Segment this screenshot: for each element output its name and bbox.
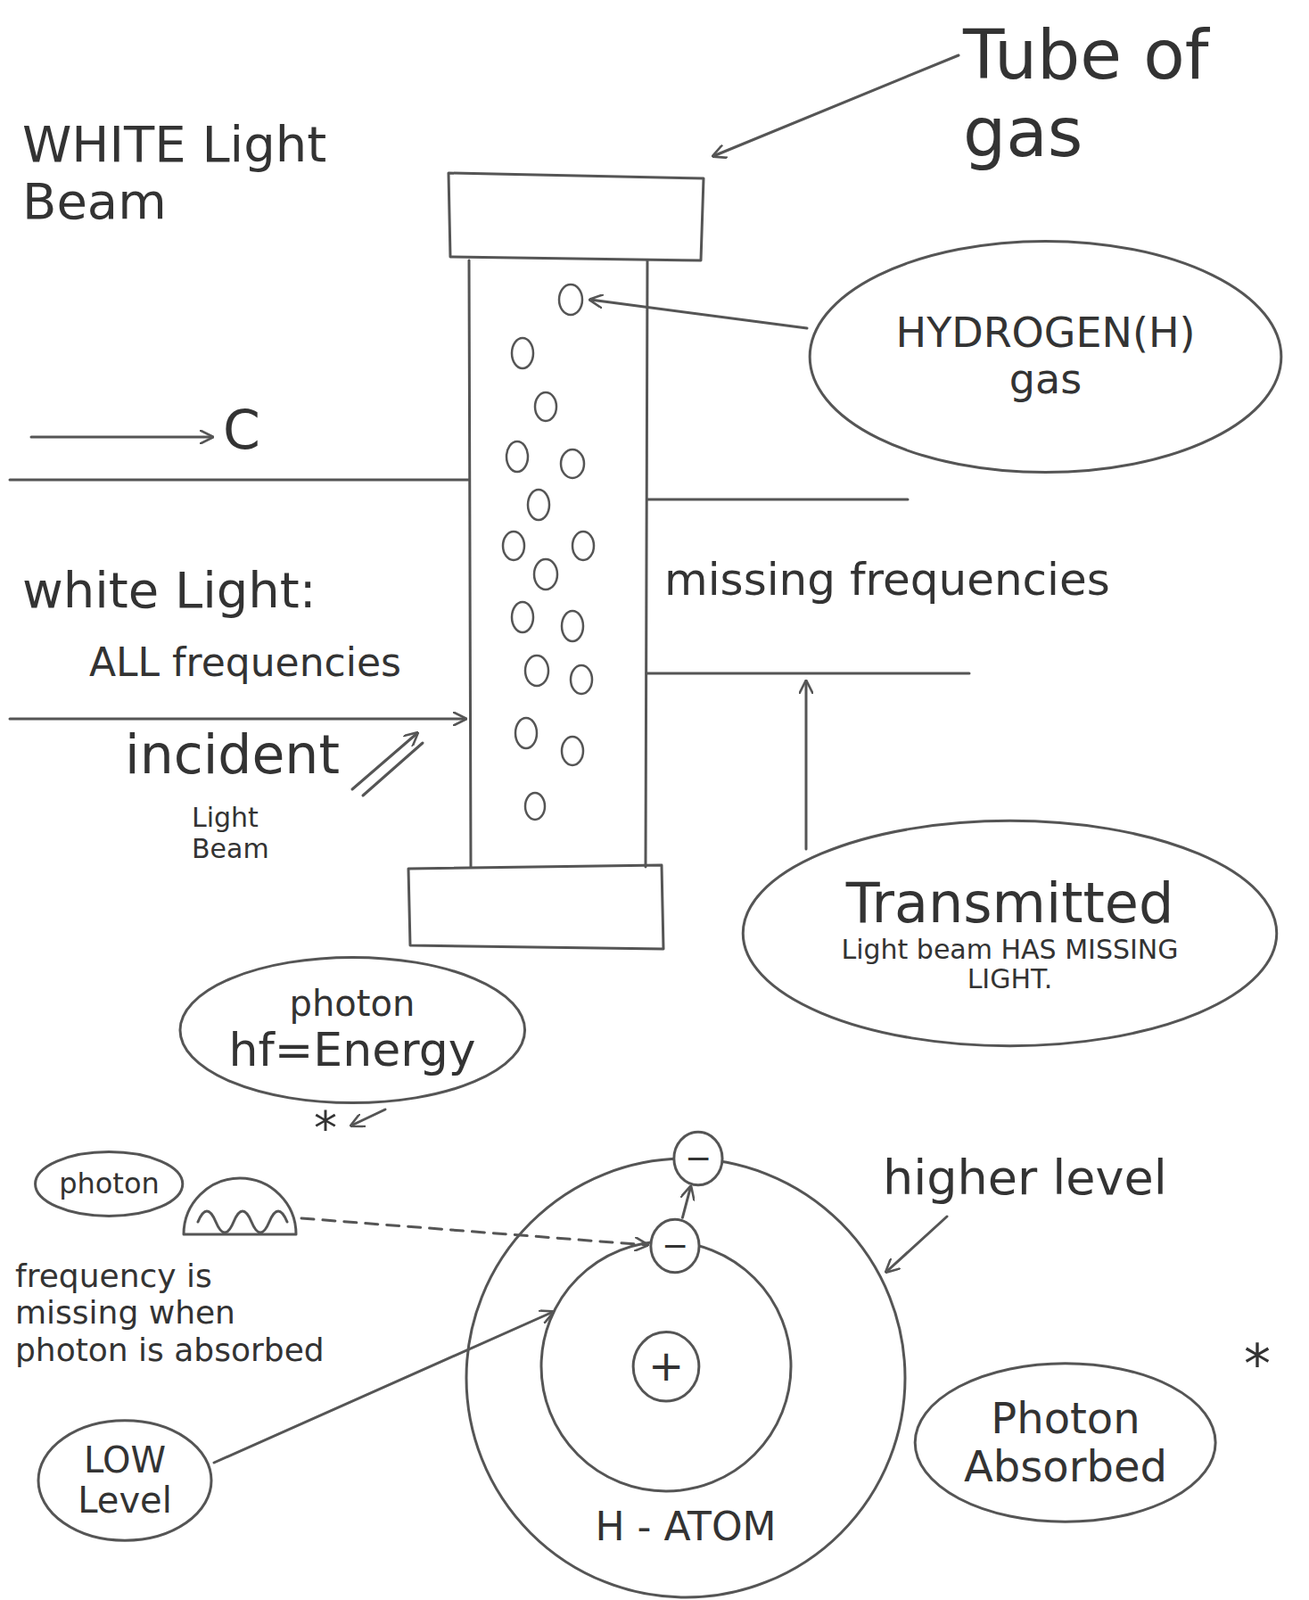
- callout-ellipse: HYDROGEN(H) gas: [802, 236, 1289, 478]
- beam-label: ALL frequencies: [89, 640, 464, 686]
- beam-label: white Light:: [22, 561, 451, 619]
- speed-symbol: C: [222, 399, 295, 462]
- leader-arrow: [590, 299, 807, 329]
- text-holder: −: [650, 1218, 700, 1274]
- text-holder: LOW Level: [35, 1417, 215, 1543]
- callout-ellipse: photon: [32, 1150, 185, 1218]
- tube-cap-bottom: [408, 864, 664, 949]
- nucleus-circle-shape: [633, 1331, 700, 1400]
- electron-circle: −: [673, 1130, 724, 1186]
- node-text: hf=Energy: [229, 1023, 477, 1076]
- tube-wall: [645, 260, 648, 867]
- text-holder: photon: [32, 1150, 185, 1218]
- beam-label: incident: [124, 724, 393, 786]
- leader-arrow: [352, 732, 418, 790]
- nucleus-circle: +: [632, 1330, 700, 1403]
- atom-label: H - ATOM: [464, 1504, 907, 1548]
- node-text: −: [661, 1227, 689, 1264]
- transition-arrow: [682, 1186, 691, 1219]
- star-mark: *: [313, 1102, 350, 1156]
- leader-arrow: [805, 681, 808, 849]
- node-text: +: [648, 1341, 684, 1391]
- level-label: higher level: [882, 1150, 1258, 1206]
- leader-arrow: [886, 1216, 947, 1272]
- beam-label: WHITE Light Beam: [22, 115, 344, 231]
- beam-line: [9, 717, 466, 721]
- photon-wave: [197, 1210, 288, 1233]
- text-holder: Photon Absorbed: [910, 1359, 1220, 1525]
- title-note: Tube of gas: [963, 16, 1293, 173]
- note-text: frequency is missing when photon is abso…: [15, 1257, 338, 1368]
- leader-arrow: [362, 742, 423, 796]
- callout-ellipse: TransmittedLight beam HAS MISSING LIGHT.: [734, 815, 1285, 1051]
- gas-bubbles: [502, 284, 594, 820]
- text-holder: HYDROGEN(H) gas: [802, 236, 1289, 478]
- callout-ellipse: Photon Absorbed: [910, 1359, 1220, 1525]
- electron-circle-shape: [674, 1131, 723, 1186]
- node-text: Light beam HAS MISSING LIGHT.: [836, 934, 1185, 995]
- beam-label: Light Beam: [191, 802, 290, 865]
- electron-circle-shape: [650, 1218, 700, 1273]
- node-text: LOW Level: [66, 1440, 183, 1521]
- node-text: −: [684, 1140, 712, 1177]
- beam-line: [9, 478, 470, 482]
- node-text: HYDROGEN(H) gas: [876, 310, 1216, 403]
- star-mark: *: [1243, 1333, 1289, 1395]
- direction-arrow: [31, 436, 213, 439]
- leader-arrow: [351, 1109, 386, 1126]
- leader-arrow: [713, 55, 959, 157]
- beam-label: missing frequencies: [664, 554, 1289, 607]
- callout-ellipse-shape: [180, 956, 526, 1103]
- electron-circle: −: [650, 1218, 700, 1274]
- atom-circle: H - ATOM+−−: [464, 1156, 907, 1599]
- beam-line: [647, 672, 970, 676]
- callout-ellipse: photonhf=Energy: [174, 954, 531, 1106]
- text-holder: TransmittedLight beam HAS MISSING LIGHT.: [734, 815, 1285, 1051]
- tube-wall: [469, 260, 471, 867]
- callout-ellipse-shape: [35, 1152, 183, 1217]
- text-holder: +: [632, 1330, 700, 1403]
- node-text: photon: [289, 983, 416, 1024]
- callout-ellipse-shape: [915, 1363, 1217, 1523]
- callout-ellipse-shape: [742, 820, 1277, 1046]
- orbit-inner: [541, 1241, 791, 1491]
- callout-ellipse-shape: [38, 1420, 212, 1540]
- tube-cap-top: [448, 172, 704, 261]
- text-holder: −: [673, 1130, 724, 1186]
- text-holder: photonhf=Energy: [174, 954, 531, 1106]
- node-text: Photon Absorbed: [958, 1394, 1173, 1491]
- callout-ellipse-shape: [809, 240, 1282, 472]
- beam-line: [647, 498, 908, 502]
- callout-ellipse: LOW Level: [35, 1417, 215, 1543]
- photon-path: [301, 1218, 648, 1245]
- node-text: photon: [58, 1168, 160, 1201]
- photon-wave: [183, 1177, 297, 1235]
- node-text: Transmitted: [846, 872, 1175, 934]
